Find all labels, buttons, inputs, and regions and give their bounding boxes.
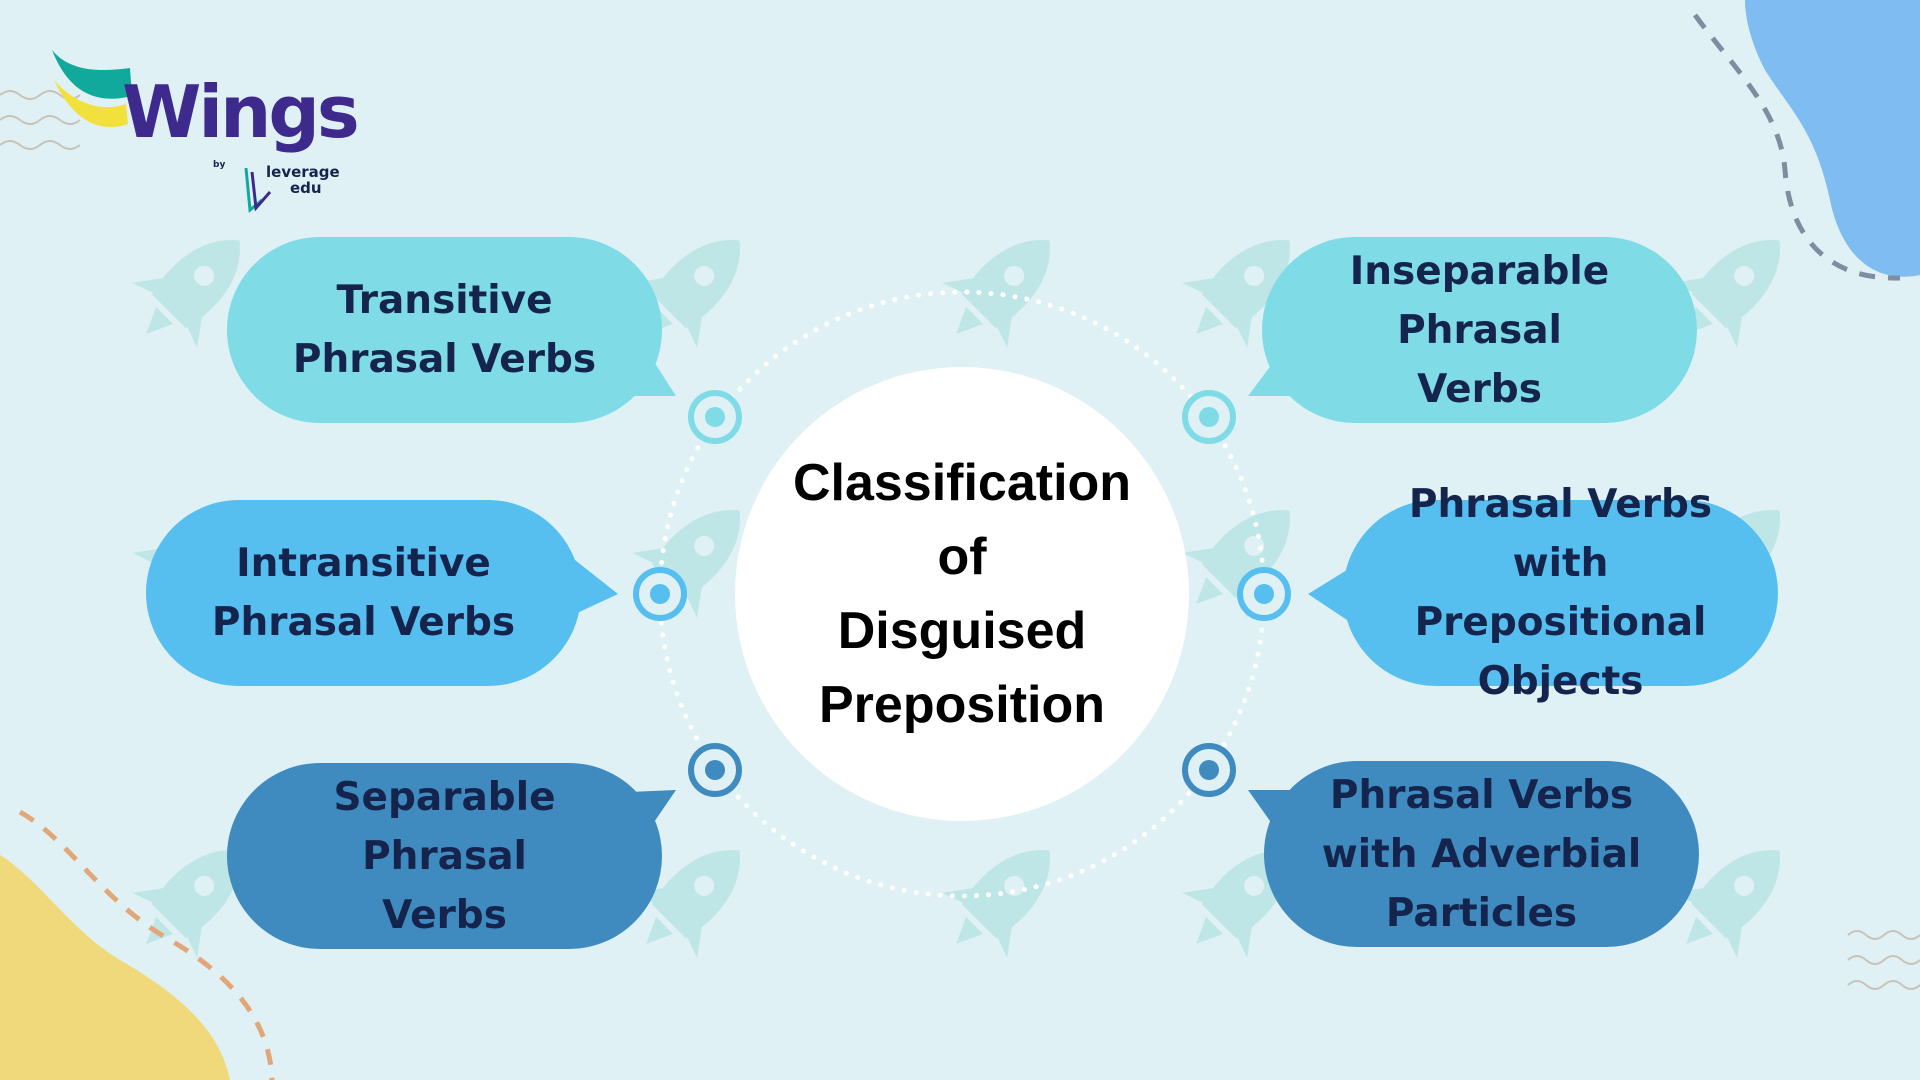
category-label: Transitive Phrasal Verbs	[292, 278, 597, 382]
logo-subtitle-line1: leverage	[266, 163, 340, 181]
corner-blob-blue	[1745, 0, 1920, 277]
logo-subtitle-line2: edu	[290, 179, 322, 197]
logo-swoosh	[52, 50, 132, 128]
corner-dashed-arc-bottom	[18, 809, 275, 1080]
category-bubble: Phrasal Verbs with Prepositional Objects	[1343, 482, 1778, 704]
wave-decoration	[0, 90, 1920, 990]
category-bubble: Separable Phrasal Verbs	[227, 763, 662, 949]
category-label: Phrasal Verbs with Adverbial Particles	[1321, 772, 1642, 936]
center-title-line: of	[937, 528, 987, 586]
center-title-line: Preposition	[818, 676, 1106, 734]
center-title: Classification of Disguised Preposition	[762, 446, 1162, 742]
center-node: Classification of Disguised Preposition	[735, 367, 1189, 821]
category-bubble: Inseparable Phrasal Verbs	[1262, 237, 1697, 423]
center-title-line: Classification	[792, 454, 1132, 512]
category-bubble: Intransitive Phrasal Verbs	[146, 500, 581, 686]
category-bubble: Phrasal Verbs with Adverbial Particles	[1264, 761, 1699, 947]
category-label: Inseparable Phrasal Verbs	[1349, 248, 1610, 412]
target-icon	[633, 390, 1291, 797]
category-label: Phrasal Verbs with Prepositional Objects	[1408, 482, 1713, 704]
center-title-line: Disguised	[837, 602, 1087, 660]
category-label: Separable Phrasal Verbs	[333, 774, 556, 938]
logo-by-text: by	[213, 160, 226, 170]
corner-dashed-arc-top	[1692, 13, 1901, 281]
corner-blob-yellow	[0, 855, 230, 1080]
logo-wordmark: Wings	[122, 70, 360, 154]
category-label: Intransitive Phrasal Verbs	[211, 541, 516, 645]
category-bubble: Transitive Phrasal Verbs	[227, 237, 662, 423]
leverage-edu-icon	[244, 167, 272, 213]
